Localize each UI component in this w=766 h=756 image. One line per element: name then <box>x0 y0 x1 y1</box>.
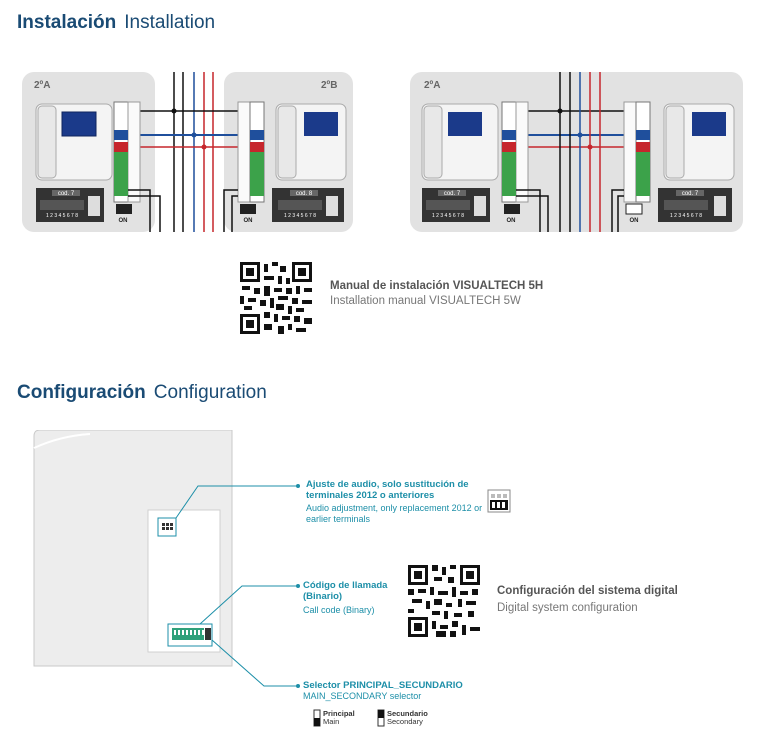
secundario-label-group: Secundario Secondary <box>387 710 428 726</box>
dip-board-right-b <box>658 188 732 222</box>
manual-subtitle: Installation manual VISUALTECH 5W <box>330 295 521 307</box>
system-qr-code[interactable] <box>408 565 480 637</box>
monitor-2a <box>35 103 113 181</box>
call-code-callout: Código de llamada (Binario) Call code (B… <box>303 580 403 616</box>
configuration-device-svg <box>33 430 511 727</box>
selector-callout: Selector PRINCIPAL_SECUNDARIO MAIN_SECON… <box>303 680 503 702</box>
system-subtitle: Digital system configuration <box>497 602 638 614</box>
dip-board-2a <box>36 188 104 222</box>
secundario-jumper-icon <box>377 709 385 727</box>
dip-numbers-right-a: 1 2 3 4 5 6 7 8 <box>432 213 464 219</box>
wiring-left-svg: cod. 7 1 2 3 4 5 6 7 8 ON ON <box>35 72 347 232</box>
dip-board-right-a <box>422 188 490 222</box>
audio-callout-subtitle: Audio adjustment, only replacement 2012 … <box>306 503 483 524</box>
principal-label-group: Principal Main <box>323 710 355 726</box>
main-label: Main <box>323 717 340 726</box>
configuration-heading: Configuración Configuration <box>17 382 267 404</box>
principal-label: Principal <box>323 709 355 718</box>
secundario-label: Secundario <box>387 709 428 718</box>
audio-callout: Ajuste de audio, solo sustitución de ter… <box>306 479 484 525</box>
secondary-label: Secondary <box>387 717 423 726</box>
code-label-right-a: cod. 7 <box>444 191 461 197</box>
apartment-label-2b: 2ºB <box>321 80 338 91</box>
installation-title-es: Instalación <box>17 12 117 33</box>
principal-jumper-icon <box>313 709 321 727</box>
dip-numbers-2a: 1 2 3 4 5 6 7 8 <box>46 213 78 219</box>
audio-jumper-icon <box>487 489 511 513</box>
bus-wires-left <box>173 72 214 232</box>
code-label-2a: cod. 7 <box>58 191 75 197</box>
jumper-2b <box>240 204 256 214</box>
monitor-right-a <box>421 103 499 181</box>
audio-callout-title: Ajuste de audio, solo sustitución de ter… <box>306 479 469 501</box>
configuration-title-en: Configuration <box>153 382 267 403</box>
system-title: Configuración del sistema digital <box>497 585 678 597</box>
terminal-strip-right-b <box>623 101 651 203</box>
on-label-2a: ON <box>119 218 128 224</box>
code-label-right-b: cod. 7 <box>682 191 699 197</box>
apartment-label-right: 2ºA <box>424 80 441 91</box>
installation-title-en: Installation <box>124 12 216 33</box>
dip-numbers-right-b: 1 2 3 4 5 6 7 8 <box>670 213 702 219</box>
jumper-2a <box>116 204 132 214</box>
call-code-subtitle: Call code (Binary) <box>303 605 375 615</box>
terminal-strip-right-a <box>501 101 529 203</box>
call-code-title: Código de llamada (Binario) <box>303 580 388 602</box>
manual-title: Manual de instalación VISUALTECH 5H <box>330 280 544 292</box>
board-audio-jumper <box>162 523 173 530</box>
apartment-label-2a: 2ºA <box>34 80 51 91</box>
wiring-right-svg: cod. 7 1 2 3 4 5 6 7 8 ON ON <box>421 72 735 232</box>
terminal-strip-2a <box>113 101 141 203</box>
installation-heading: Instalación Installation <box>17 12 215 34</box>
selector-subtitle: MAIN_SECONDARY selector <box>303 691 422 701</box>
selector-title: Selector PRINCIPAL_SECUNDARIO <box>303 680 463 691</box>
monitor-2b <box>275 103 347 181</box>
on-label-right-a: ON <box>507 218 516 224</box>
dip-board-2b <box>272 188 344 222</box>
monitor-right-b <box>663 103 735 181</box>
on-label-2b: ON <box>244 218 253 224</box>
code-label-2b: cod. 8 <box>296 191 313 197</box>
terminal-strip-2b <box>237 101 265 203</box>
dip-numbers-2b: 1 2 3 4 5 6 7 8 <box>284 213 316 219</box>
on-label-right-b: ON <box>630 218 639 224</box>
manual-qr-code[interactable] <box>240 262 312 334</box>
configuration-title-es: Configuración <box>17 382 146 403</box>
